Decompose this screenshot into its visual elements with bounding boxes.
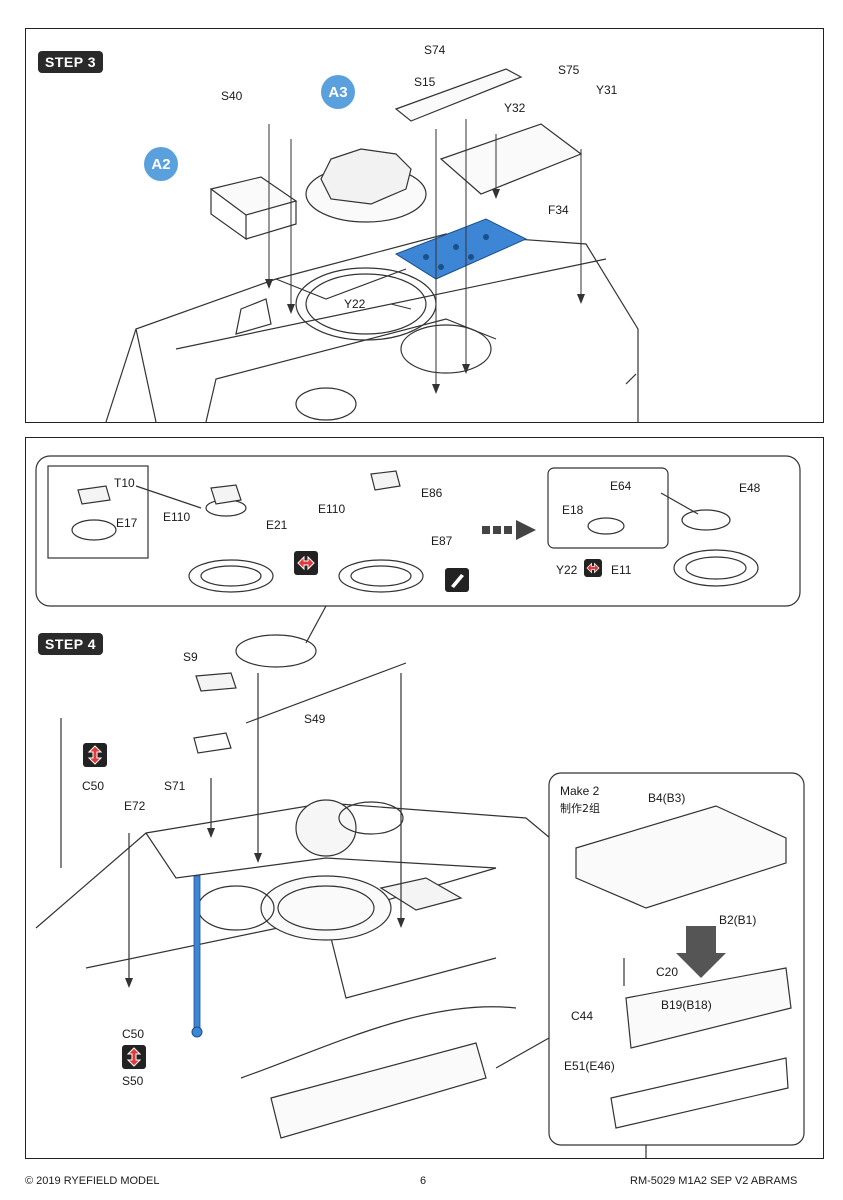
callout-a2: A2 [144, 147, 178, 181]
label-s50: S50 [122, 1074, 144, 1088]
label-c20: C20 [656, 965, 679, 979]
label-s71: S71 [164, 779, 186, 793]
label-e18: E18 [562, 503, 584, 517]
knife-tool-icon [445, 568, 469, 592]
label-b2-b1: B2(B1) [719, 913, 757, 927]
footer-copyright: © 2019 RYEFIELD MODEL [25, 1175, 160, 1187]
label-y22: Y22 [556, 563, 578, 577]
label-f34: F34 [548, 203, 569, 217]
label-e86: E86 [421, 486, 443, 500]
swap-horizontal-small-icon [584, 559, 602, 577]
label-e64: E64 [610, 479, 632, 493]
step-3-drawing [105, 68, 639, 423]
inset-make-cn-label: 制作2组 [560, 802, 600, 815]
label-e51-e46: E51(E46) [564, 1059, 615, 1073]
label-b4-b3: B4(B3) [648, 791, 686, 805]
label-e110-b: E110 [318, 502, 346, 516]
label-e110-a: E110 [163, 510, 191, 524]
label-c50-bottom: C50 [122, 1027, 145, 1041]
step-4-panel: STEP 4 T10 E17 E110 E21 E110 E86 E87 E64… [25, 437, 824, 1159]
label-s49: S49 [304, 712, 326, 726]
label-s75: S75 [558, 63, 580, 77]
callout-a3: A3 [321, 75, 355, 109]
label-b19-b18: B19(B18) [661, 998, 712, 1012]
label-t10: T10 [114, 476, 135, 490]
footer-product-code: RM-5029 M1A2 SEP V2 ABRAMS [630, 1175, 798, 1187]
label-y22: Y22 [344, 297, 366, 311]
footer-page-number: 6 [420, 1175, 427, 1187]
label-e21: E21 [266, 518, 288, 532]
label-e87: E87 [431, 534, 453, 548]
label-c50-top: C50 [82, 779, 105, 793]
step-3-panel: STEP 3 [25, 28, 824, 423]
swap-vertical-icon-2 [122, 1045, 146, 1069]
label-s15: S15 [414, 75, 436, 89]
step-3-badge: STEP 3 [38, 51, 103, 73]
label-y31: Y31 [596, 83, 618, 97]
swap-vertical-icon [83, 743, 107, 767]
label-s9: S9 [183, 650, 198, 664]
label-e11: E11 [611, 563, 632, 577]
swap-horizontal-icon [294, 551, 318, 575]
label-c44: C44 [571, 1009, 594, 1023]
label-e72: E72 [124, 799, 146, 813]
inset-make-label: Make 2 [560, 784, 600, 798]
step-4-badge: STEP 4 [38, 633, 103, 655]
label-s74: S74 [424, 43, 446, 57]
label-e17: E17 [116, 516, 138, 530]
label-y32: Y32 [504, 101, 526, 115]
label-s40: S40 [221, 89, 243, 103]
label-e48: E48 [739, 481, 761, 495]
step-4-drawing [35, 455, 805, 1158]
